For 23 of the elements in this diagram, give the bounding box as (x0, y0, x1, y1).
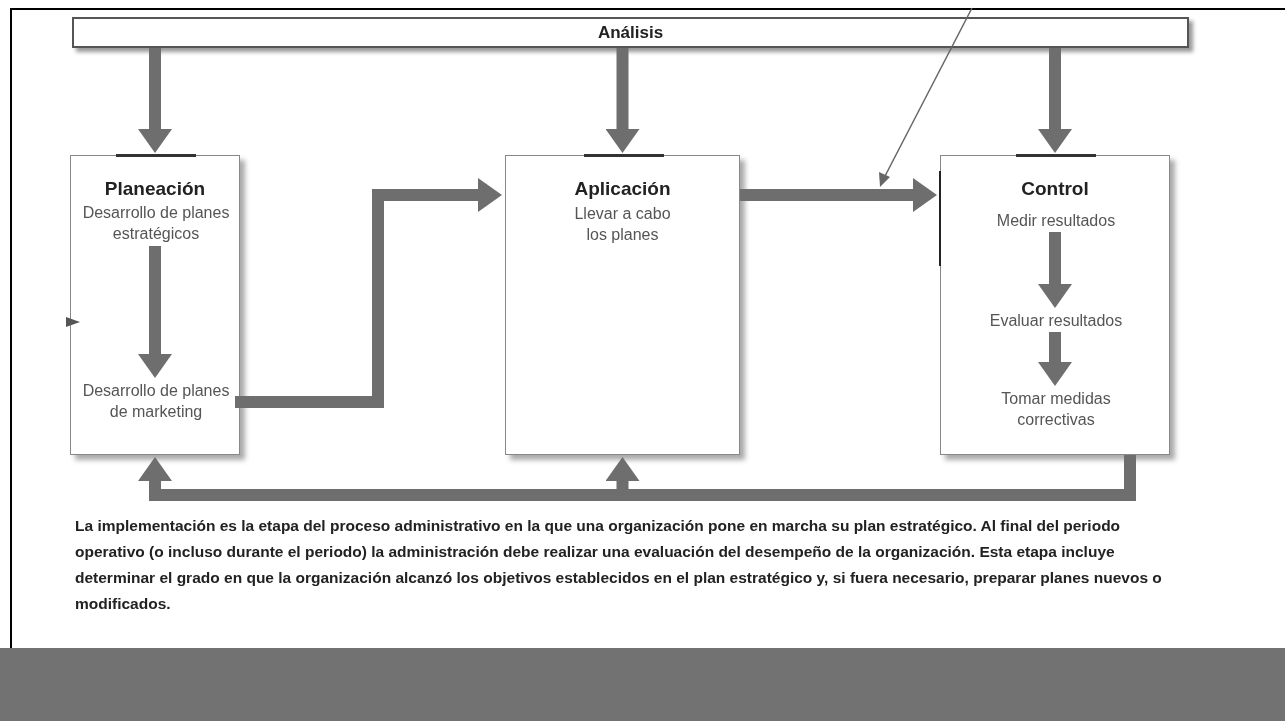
stage-box (505, 155, 740, 455)
arrow (740, 178, 937, 212)
stage-description: Llevar a cabo los planes (573, 204, 672, 245)
stage-box (70, 155, 240, 455)
stage-box (940, 155, 1170, 455)
arrow (1038, 48, 1072, 153)
stage-title: Planeación (103, 178, 207, 200)
arrow (1038, 332, 1072, 386)
arrow (1038, 232, 1072, 308)
arrow (235, 178, 502, 408)
stage-title: Control (1020, 178, 1090, 200)
step-text: Desarrollo de planes estratégicos (76, 203, 236, 247)
step-text: Evaluar resultados (946, 311, 1166, 333)
analysis-band (72, 17, 1189, 48)
band-title: Análisis (597, 22, 664, 43)
step-text: Desarrollo de planes de marketing (76, 381, 236, 425)
step-text: Tomar medidas correctivas (986, 389, 1126, 433)
arrow (138, 48, 172, 153)
arrow (138, 246, 172, 378)
step-text: Medir resultados (946, 211, 1166, 233)
arrow (605, 48, 640, 153)
caption-text: La implementación es la etapa del proceso administrativo en la que una organización pone en marcha su plan estratégico. Al final del periodo operativo (o incluso durante el periodo) la administración debe realizar una evaluación del desempeño de la organización. Esta etapa incluye determinar el grado en que la organización alcanzó los objetivos establecidos en el plan estratégico y, si fuera necesario, preparar planes nuevos o modificados. (75, 516, 1163, 614)
stage-title: Aplicación (573, 178, 672, 200)
